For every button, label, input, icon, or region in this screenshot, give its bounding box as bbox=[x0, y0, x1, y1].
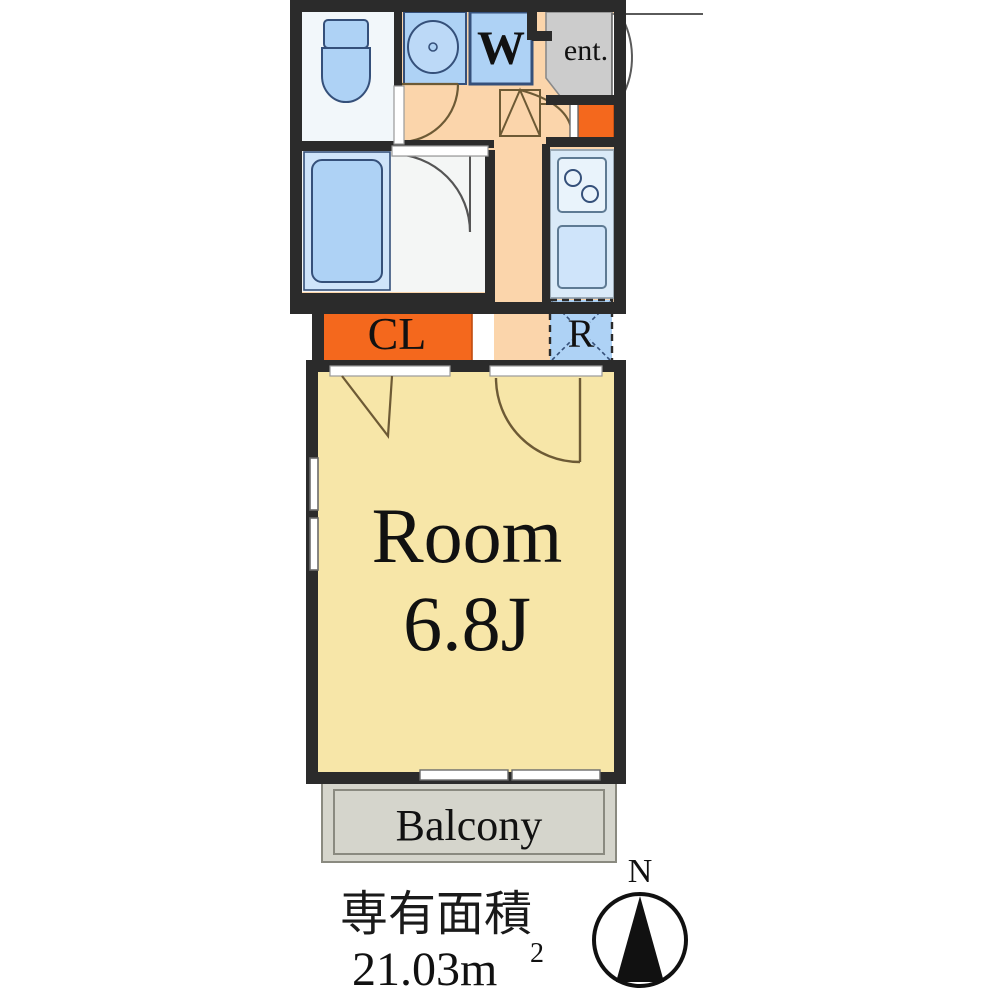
entrance-label: ent. bbox=[564, 34, 608, 67]
toilet-bowl bbox=[321, 47, 371, 103]
upper-outer-wall bbox=[290, 0, 626, 314]
closet-label: CL bbox=[368, 308, 427, 359]
refrigerator-label: R bbox=[568, 311, 595, 356]
main-room-size-label: 6.8J bbox=[403, 580, 531, 667]
room-labels: Room 6.8J bbox=[372, 492, 563, 667]
bathroom-door-gap[interactable] bbox=[391, 145, 489, 157]
window-left-lower[interactable] bbox=[309, 517, 319, 571]
stove-burner-1 bbox=[564, 169, 582, 187]
kitchen-sink-fixture[interactable] bbox=[557, 225, 607, 289]
window-left-upper[interactable] bbox=[309, 457, 319, 511]
room-door-gap[interactable] bbox=[489, 365, 603, 377]
balcony-label: Balcony bbox=[396, 801, 543, 850]
compass: N bbox=[592, 853, 688, 988]
balcony-rail bbox=[333, 789, 605, 855]
compass-needle bbox=[616, 896, 664, 982]
main-room-fill bbox=[318, 372, 614, 772]
balcony-area: Balcony bbox=[321, 781, 617, 863]
refrigerator-corner-4 bbox=[589, 339, 611, 361]
washer-label: W bbox=[477, 22, 525, 75]
hallway-area bbox=[494, 87, 579, 372]
balcony-slab bbox=[321, 781, 617, 863]
bathroom-area bbox=[302, 147, 490, 292]
sliding-door-right[interactable] bbox=[511, 769, 601, 781]
closet-door-gap[interactable] bbox=[329, 365, 451, 377]
washroom-door-gap[interactable] bbox=[393, 85, 405, 145]
refrigerator-corner-3 bbox=[551, 339, 573, 361]
balcony-sliding-doors[interactable] bbox=[419, 769, 601, 781]
room-windows bbox=[309, 457, 319, 571]
area-value: 21.03m bbox=[352, 943, 497, 996]
toilet-tank bbox=[323, 19, 369, 49]
stove-burner-2 bbox=[581, 185, 599, 203]
toilet-room bbox=[302, 12, 394, 142]
bathtub-fixture bbox=[311, 159, 383, 283]
closet-fold-door-mark bbox=[341, 375, 394, 439]
toilet-fixture bbox=[321, 19, 371, 103]
area-caption-block: 専有面積 21.03m 2 bbox=[340, 886, 544, 996]
washbasin-drain bbox=[428, 42, 438, 52]
room-door-swings bbox=[341, 375, 582, 464]
main-room-label: Room bbox=[372, 492, 563, 579]
door-openings bbox=[329, 85, 603, 377]
compass-north-label: N bbox=[628, 853, 653, 890]
sliding-door-left[interactable] bbox=[419, 769, 509, 781]
area-unit-superscript: 2 bbox=[530, 938, 544, 969]
shoe-cabinet-door[interactable] bbox=[569, 103, 579, 143]
shoe-cabinet[interactable] bbox=[577, 103, 615, 143]
room-door-swing bbox=[494, 377, 581, 464]
wall-structure bbox=[290, 0, 626, 784]
washroom-area: W bbox=[398, 10, 534, 144]
area-caption: 専有面積 bbox=[340, 886, 532, 942]
kitchen-area bbox=[549, 149, 615, 299]
washer-space[interactable] bbox=[468, 10, 534, 86]
stove-fixture[interactable] bbox=[557, 157, 607, 213]
